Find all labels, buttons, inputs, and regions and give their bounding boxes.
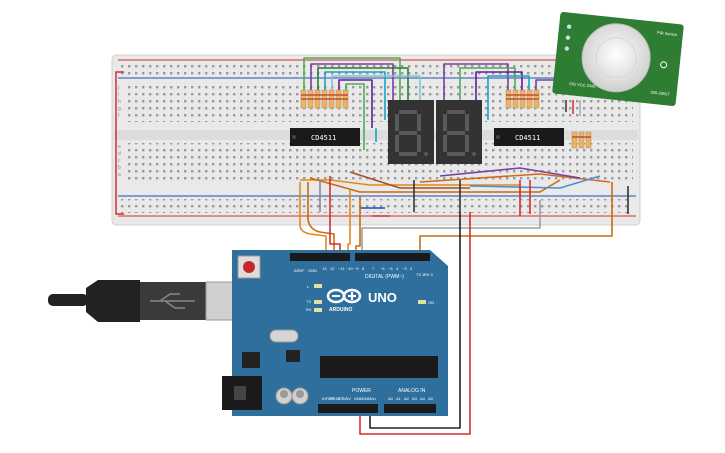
reset-button[interactable] (243, 261, 255, 273)
pin-3: ~3 (402, 266, 407, 271)
resistor-array-small (571, 131, 592, 149)
right-digit-value: 8. (0, 0, 15, 4)
pin-a3: A3 (412, 396, 418, 401)
pir-label: PIR Sensor (657, 30, 679, 37)
pin-12: 12 (330, 266, 335, 271)
on-label: ON (428, 300, 434, 305)
aref-label: AREF (294, 268, 305, 273)
pin-a0: A0 (388, 396, 394, 401)
row-letter-h: h (118, 99, 121, 105)
pin-3v3: 3.3V (338, 396, 347, 401)
pin-gnd-1: GND (354, 396, 363, 401)
row-letter-c: c (118, 158, 121, 164)
row-letter-j: j (117, 85, 119, 91)
pin-gnd-2: GND (362, 396, 371, 401)
ic-cd4511-right: CD4511 (494, 128, 564, 146)
pin-ioref: IOREF (322, 396, 335, 401)
pir-code: 555-28027 (650, 90, 670, 97)
pin-5: ~5 (388, 266, 393, 271)
pin-2: 2 (410, 266, 413, 271)
ic-cd4511-left: CD4511 (290, 128, 360, 146)
pin-6: ~6 (380, 266, 385, 271)
pin-7: 7 (372, 266, 375, 271)
pin-a2: A2 (404, 396, 410, 401)
arduino-uno: UNO ARDUINO DIGITAL (PWM~) POWER ANALOG … (222, 250, 448, 416)
arduino-brand: ARDUINO (329, 307, 352, 313)
pin-8: 8 (362, 266, 365, 271)
pir-pins: SIG VCC GND (569, 81, 596, 89)
usb-cable (48, 280, 251, 322)
pin-10: ~10 (346, 266, 354, 271)
resistor-array-left (300, 89, 349, 109)
row-letter-g: g (118, 106, 121, 112)
left-digit-value: 8. (0, 0, 15, 4)
pir-sensor: PIR Sensor 555-28027 SIG VCC GND (552, 12, 684, 116)
ic-left-label: CD4511 (311, 134, 336, 142)
usb-icon (150, 293, 195, 309)
pin-tx1: TX 1 (416, 272, 425, 277)
digital-label: DIGITAL (PWM~) (365, 274, 404, 280)
l-label: L (307, 284, 310, 289)
row-letter-a: a (118, 172, 121, 178)
power-label: POWER (352, 388, 371, 394)
pin-11: ~11 (338, 266, 345, 271)
seven-segment-right: 8. (0, 0, 482, 164)
pin-5v: 5V (346, 396, 351, 401)
row-letter-d: d (118, 151, 121, 157)
gnd-label: GND (308, 268, 317, 273)
resistor-array-right (505, 89, 540, 109)
seven-segment-left: 8. (0, 0, 434, 164)
arduino-logo-icon (326, 288, 362, 304)
pin-reset: RESET (330, 396, 344, 401)
pin-a4: A4 (420, 396, 426, 401)
row-letter-i: i (118, 92, 119, 98)
ic-right-label: CD4511 (515, 134, 540, 142)
analog-label: ANALOG IN (398, 388, 426, 394)
row-letter-e: e (118, 144, 121, 150)
pin-9: ~9 (354, 266, 359, 271)
pin-a5: A5 (428, 396, 434, 401)
uno-label: UNO (368, 290, 397, 305)
row-letter-b: b (118, 165, 121, 171)
pin-vin: Vin (370, 396, 376, 401)
rx-label: RX (306, 307, 312, 312)
pin-a1: A1 (396, 396, 402, 401)
jumper-wires (299, 57, 629, 435)
pin-4: 4 (396, 266, 399, 271)
tx-label: TX (306, 299, 311, 304)
pin-rx0: RX 0 (424, 272, 434, 277)
row-letter-f: f (118, 113, 120, 119)
pin-13: 13 (322, 266, 327, 271)
